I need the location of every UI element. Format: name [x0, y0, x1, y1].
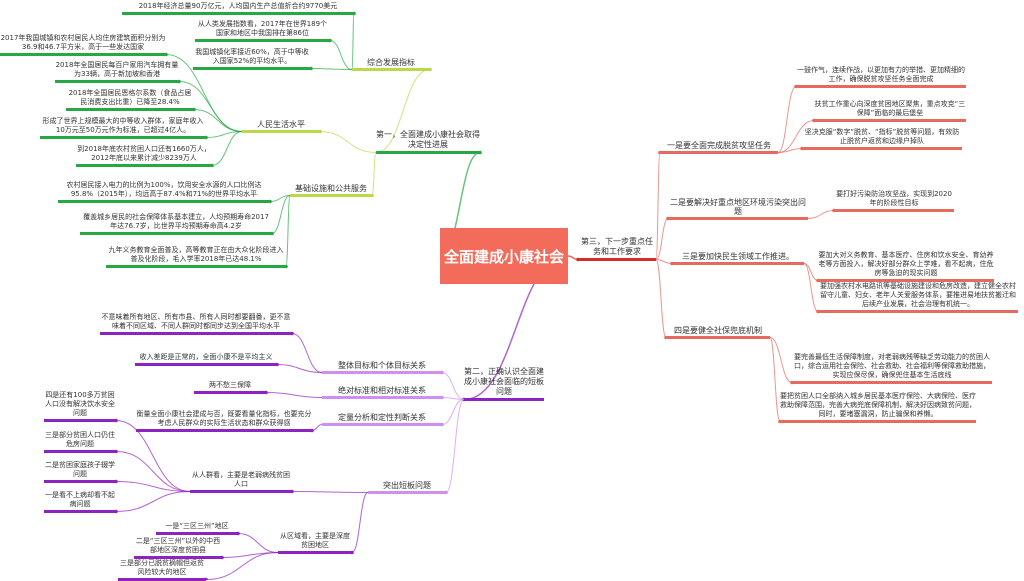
connector-line: [211, 131, 243, 166]
connector-line: [310, 68, 353, 70]
node-living-standards[interactable]: 人民生活水平: [242, 120, 320, 133]
leaf-node[interactable]: 不意味着所有地区、所有市县、所有人同时都要翻番，更不意味着不同区域、不同人群同时…: [100, 313, 292, 335]
connector-line: [371, 152, 377, 196]
central-topic[interactable]: 全面建成小康社会: [440, 228, 568, 284]
node-environment-pollution[interactable]: 二是要解决好重点地区环境污染突出问题: [668, 198, 808, 220]
connector-line: [193, 109, 243, 132]
leaf-node[interactable]: 我国城镇化率接近60%，高于中等收入国家52%的平均水平。: [193, 48, 311, 70]
leaf-node[interactable]: 覆盖城乡居民的社会保障体系基本建立，人均预期寿命2017年达76.7岁，比世界平…: [80, 213, 272, 235]
connector-line: [265, 392, 323, 398]
leaf-node[interactable]: 三是部分已脱贫摘帽但返贫风险较大的地区: [118, 559, 206, 581]
connector-line: [291, 333, 323, 373]
leaf-node[interactable]: 从人类发展指数看，2017年在世界189个国家和地区中我国排在第86位: [195, 20, 330, 42]
connector-line: [237, 533, 279, 553]
leaf-node[interactable]: 2018年全国居民每百户家用汽车拥有量为33辆，高于新加坡和香港: [55, 61, 179, 83]
leaf-node[interactable]: 2018年全国居民恩格尔系数（食品占居民消费支出比重）已降至28.4%: [66, 89, 194, 111]
leaf-node[interactable]: 2018年经济总量90万亿元，人均国内生产总值折合约9770美元: [122, 2, 354, 15]
connector-line: [205, 131, 243, 138]
leaf-node[interactable]: 一鼓作气，连续作战，以更加有力的举措、更加精细的工作，确保脱贫攻坚任务全面完成: [796, 66, 966, 88]
leaf-node[interactable]: 三是部分贫困人口仍住危房问题: [44, 431, 116, 453]
connector-line: [445, 399, 465, 493]
connector-line: [441, 372, 465, 400]
leaf-node[interactable]: 坚决克服“数字”脱贫、“指标”脱贫等问题，有效防止脱贫户返贫和边缘户掉队: [802, 128, 962, 150]
node-poverty-alleviation[interactable]: 一是要全面完成脱贫攻坚任务: [660, 141, 778, 154]
connector-line: [769, 337, 781, 422]
leaf-node[interactable]: 扶贫工作重心向深度贫困地区聚焦，重点攻克“三保障”面临的最后堡垒: [814, 100, 966, 122]
connector-line: [803, 263, 819, 312]
node-livelihood[interactable]: 三是要加快民生领域工作推进。: [672, 252, 804, 265]
leaf-node[interactable]: 要打好污染防治攻坚战，实现到2020年的阶段性目标: [834, 190, 954, 212]
leaf-node[interactable]: 一是看不上病却看不起病问题: [44, 491, 116, 513]
leaf-node[interactable]: 2017年我国城镇和农村居民人均住房建筑面积分别为36.9和46.7平方米，高于…: [0, 34, 166, 56]
node-comprehensive-indicators[interactable]: 综合发展指标: [352, 58, 430, 71]
node-overall-vs-individual[interactable]: 整体目标和个体目标关系: [322, 361, 442, 374]
node-prominent-shortcomings[interactable]: 突出短板问题: [368, 481, 446, 494]
node-by-population[interactable]: 从人群看，主要是老弱病残贫困人口: [190, 471, 292, 493]
connector-line: [655, 259, 667, 338]
connector-line: [375, 69, 431, 153]
connector-line: [351, 492, 369, 553]
leaf-node[interactable]: 形成了世界上规模最大的中等收入群体，家庭年收入10万元至50万元作为标准，已超过…: [40, 117, 206, 139]
connector-line: [271, 195, 291, 234]
node-absolute-vs-relative[interactable]: 绝对标准和相对标准关系: [322, 386, 442, 399]
leaf-node[interactable]: 要加大对义务教育、基本医疗、住房和饮水安全、育幼养老等方面投入，解决好部分群众上…: [818, 251, 994, 282]
leaf-node[interactable]: 九年义务教育全面普及，高等教育正在由大众化阶段进入普及化阶段，毛入学率2018年…: [106, 246, 286, 268]
connector-line: [329, 40, 353, 70]
connector-line: [807, 210, 835, 219]
connector-line: [115, 420, 191, 492]
connector-line: [777, 148, 803, 153]
leaf-node[interactable]: 到2018年底农村贫困人口还有1660万人，2012年底以来累计减少8239万人: [76, 145, 212, 167]
leaf-node[interactable]: 两不愁三保障: [194, 381, 266, 394]
connector-line: [777, 86, 797, 153]
leaf-node[interactable]: 收入差距是正常的，全面小康不是平均主义: [135, 353, 277, 366]
connector-line: [655, 259, 673, 264]
connector-line: [777, 120, 815, 153]
branch-next-tasks[interactable]: 第三，下一步重点任务和工作要求: [578, 237, 656, 261]
leaf-node[interactable]: 四是还有100多万贫困人口没有解决饮水安全问题: [44, 391, 116, 422]
leaf-node[interactable]: 二是“三区三州”以外的中西部地区深度贫困县: [134, 537, 222, 559]
leaf-node[interactable]: 二是贫困家庭孩子辍学问题: [44, 461, 116, 483]
leaf-node[interactable]: 一是“三区三州”地区: [156, 522, 238, 535]
branch-shortcomings[interactable]: 第二，正确认识全面建成小康社会面临的短板问题: [464, 367, 544, 401]
branch-achievements[interactable]: 第一，全面建成小康社会取得决定性进展: [376, 130, 480, 154]
connector-line: [285, 195, 291, 267]
connector-line: [115, 491, 191, 512]
leaf-node[interactable]: 要把贫困人口全部纳入城乡居民基本医疗保险、大病保险、医疗救助保障范围，完善大病兜…: [780, 392, 976, 423]
connector-line: [115, 481, 191, 492]
connector-line: [655, 152, 661, 260]
leaf-node[interactable]: 衡量全面小康社会建成与否，既要看量化指标，也要充分考虑人民群众的实际生活状态和群…: [136, 410, 312, 432]
connector-line: [115, 451, 191, 492]
connector-line: [769, 337, 793, 383]
leaf-node[interactable]: 农村居民接入电力的比例为100%，饮用安全水源的人口比例达95.8%（2015年…: [58, 181, 270, 203]
leaf-node[interactable]: 要完善最低生活保障制度，对老弱病残等缺乏劳动能力的贫困人口，综合运用社会保险、社…: [792, 353, 992, 384]
node-by-region[interactable]: 从区域看，主要是深度贫困地区: [278, 532, 352, 554]
connector-line: [269, 195, 291, 202]
connector-line: [441, 399, 465, 425]
connector-line: [205, 552, 279, 580]
connector-line: [276, 364, 323, 373]
leaf-node[interactable]: 要加强农村水电路讯等基础设施建设和危房改造，建立健全农村留守儿童、妇女、老年人关…: [818, 282, 1018, 313]
node-social-security[interactable]: 四是要健全社保兜底机制: [666, 326, 770, 339]
node-infrastructure[interactable]: 基础设施和公共服务: [290, 184, 372, 197]
node-quantitative-vs-qualitative[interactable]: 定量分析和定性判断关系: [322, 413, 442, 426]
connector-line: [319, 131, 377, 153]
connector-line: [291, 491, 369, 493]
